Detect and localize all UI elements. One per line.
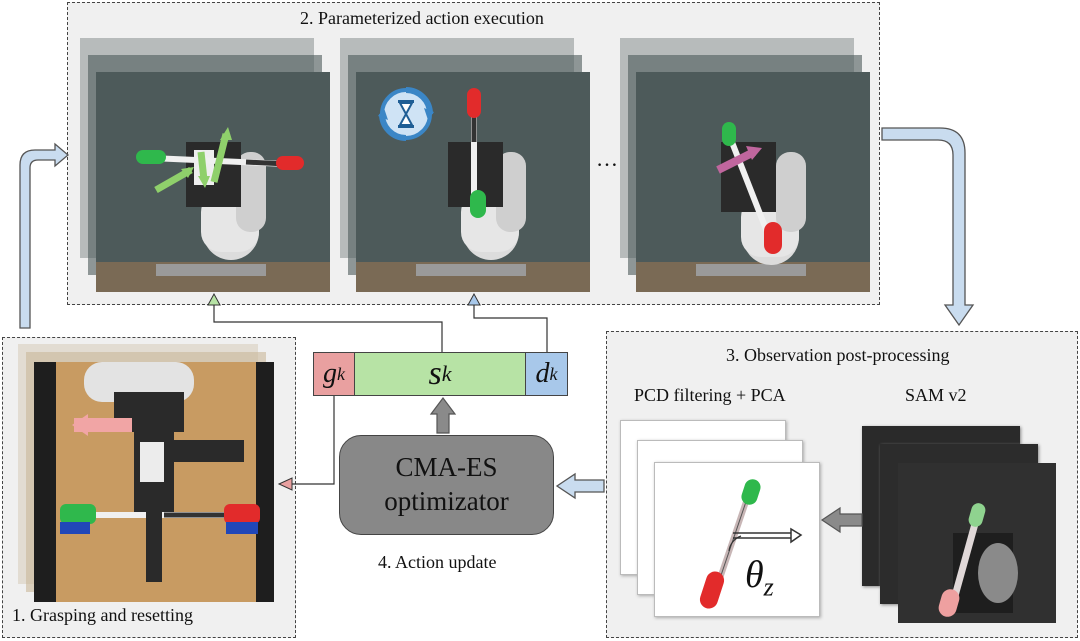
gray-arrow-optimizer-to-vector: [429, 397, 457, 434]
execution-title: 2. Parameterized action execution: [300, 8, 544, 28]
optimizer-line-2: optimizator: [384, 486, 509, 516]
sam-frame: [898, 463, 1056, 623]
arrowhead-exec-2: [467, 292, 481, 306]
ellipsis: …: [596, 146, 618, 171]
exec-frame-1-scene: [96, 127, 330, 292]
pcd-frame: θz: [654, 462, 820, 617]
exec-frame-3-scene: [636, 122, 870, 292]
flow-arrow-exec-to-obs: [881, 127, 975, 327]
optimizer-line-1: CMA-ES: [395, 452, 498, 483]
arrowhead-exec-1: [207, 292, 221, 306]
action-update-caption: 4. Action update: [378, 552, 497, 572]
pcd-label: PCD filtering + PCA: [634, 385, 786, 405]
exec-frame-1: [96, 72, 330, 292]
theta-z-label: θz: [745, 554, 774, 602]
grasp-frame: [34, 362, 274, 602]
sam-scene: [938, 503, 1018, 617]
grasp-frame-scene: [34, 362, 274, 602]
exec-frame-2: [356, 72, 590, 292]
hourglass-cycle-icon: [378, 87, 434, 141]
grasping-caption: 1. Grasping and resetting: [12, 605, 193, 625]
observation-title: 3. Observation post-processing: [726, 345, 950, 365]
thin-connectors: [213, 303, 548, 485]
sam-label: SAM v2: [905, 385, 967, 405]
flow-arrow-obs-to-optimizer: [555, 472, 605, 500]
gray-arrow-sam-to-pcd: [820, 506, 863, 534]
arrowhead-grasp: [277, 477, 293, 491]
exec-frame-2-scene: [356, 88, 590, 292]
flow-arrow-grasp-to-exec: [19, 142, 70, 329]
exec-frame-3: [636, 72, 870, 292]
pcd-scene: [699, 479, 803, 609]
cma-es-optimizer: CMA-ES optimizator: [339, 435, 554, 535]
